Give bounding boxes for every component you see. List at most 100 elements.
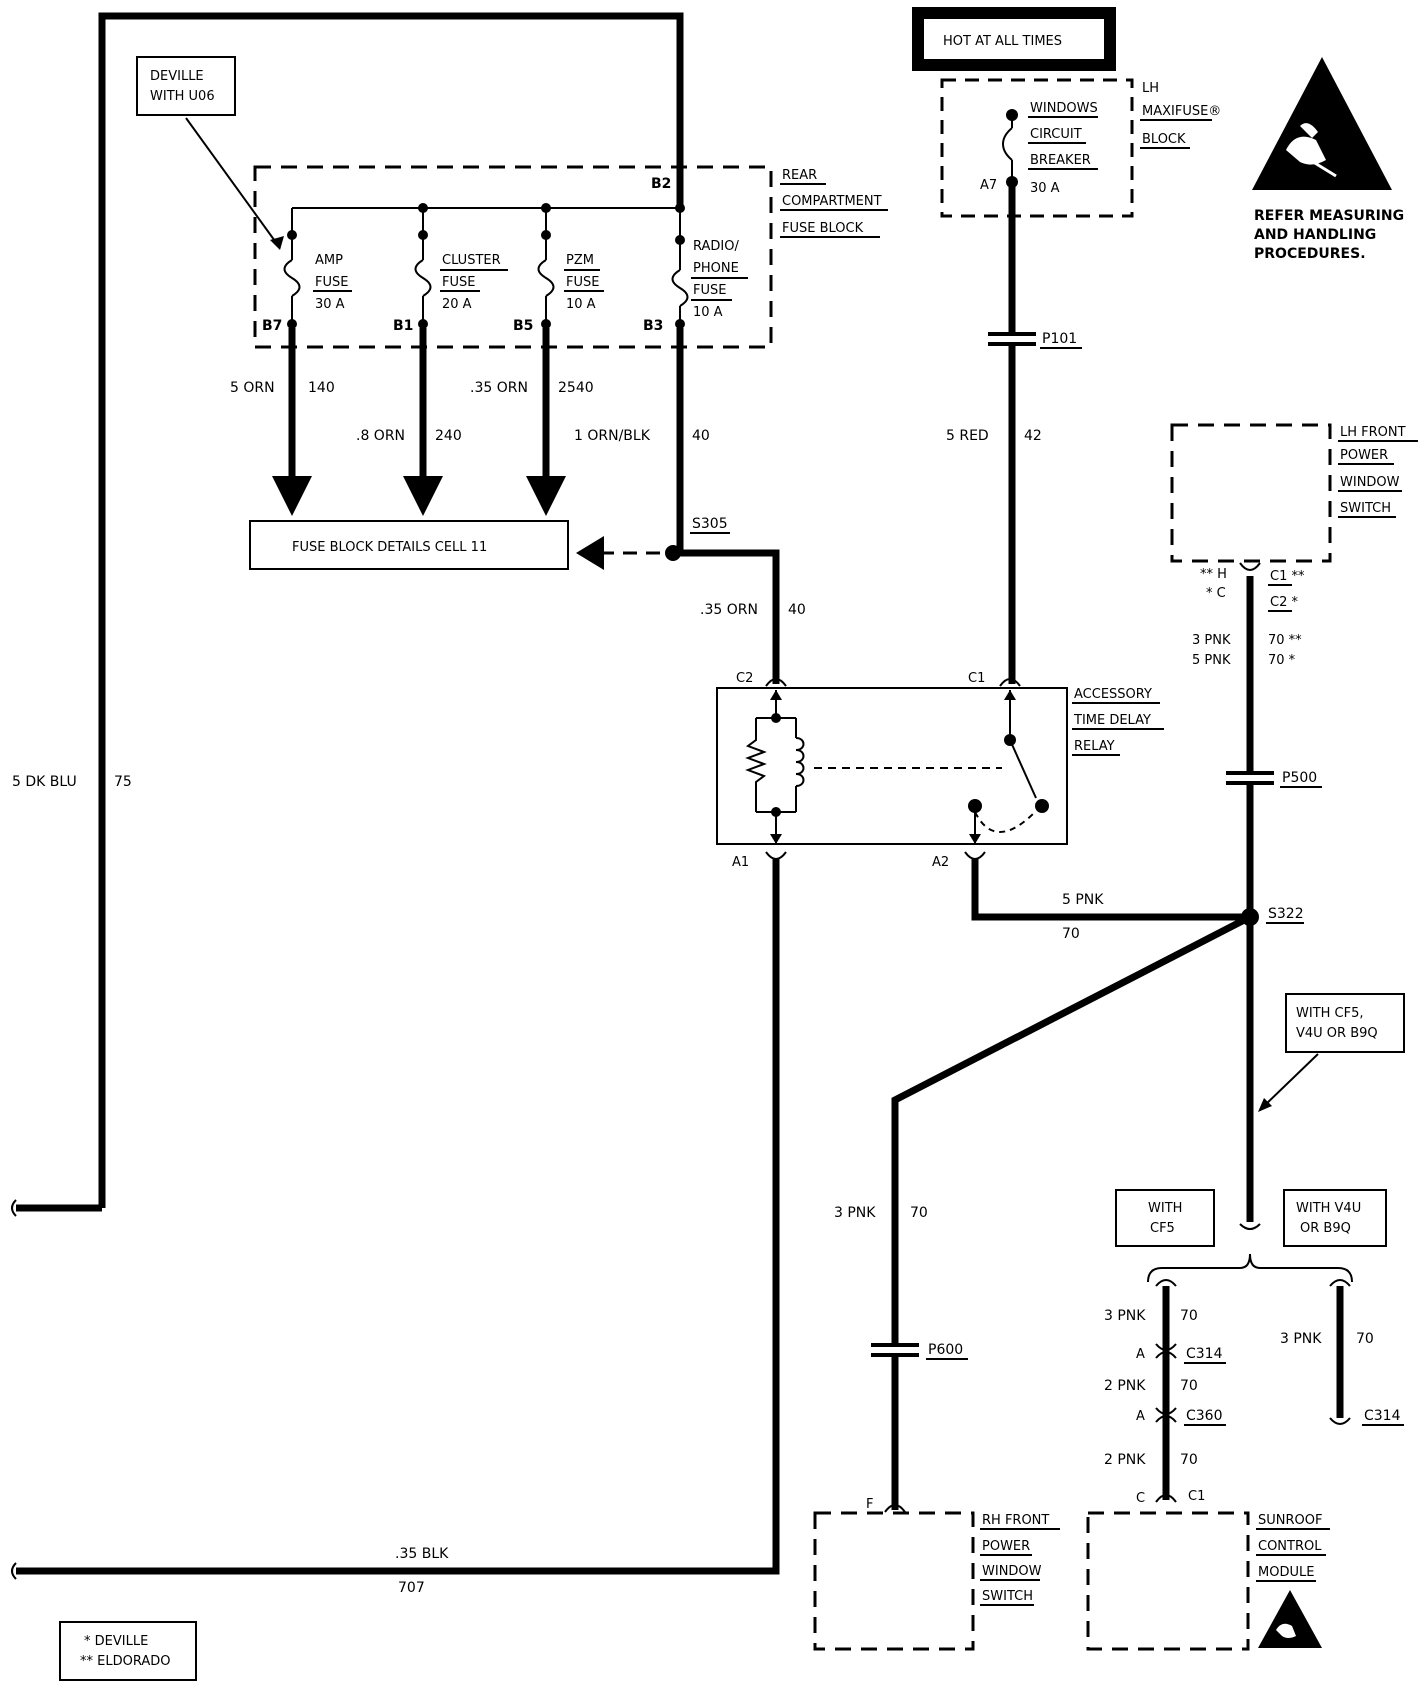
wire-75-label: 5 DK BLU 75 xyxy=(12,774,132,790)
svg-text:70: 70 xyxy=(1180,1452,1198,1468)
callout-with-v4u-b9q: WITH V4U OR B9Q xyxy=(1283,1189,1387,1247)
svg-text:C314: C314 xyxy=(1364,1408,1401,1424)
svg-text:** H: ** H xyxy=(1200,567,1227,582)
svg-text:5 ORN: 5 ORN xyxy=(230,380,275,396)
svg-text:WINDOW: WINDOW xyxy=(1340,475,1400,490)
rear-fuse-block: REAR COMPARTMENT FUSE BLOCK B2 xyxy=(253,165,888,349)
svg-text:70 **: 70 ** xyxy=(1268,633,1302,648)
svg-text:2 PNK: 2 PNK xyxy=(1104,1452,1146,1468)
svg-text:CIRCUIT: CIRCUIT xyxy=(1030,127,1082,142)
svg-text:** ELDORADO: ** ELDORADO xyxy=(80,1654,170,1669)
sunroof-module: C C1 SUNROOF CONTROL MODULE xyxy=(1086,1489,1330,1651)
svg-text:AND HANDLING: AND HANDLING xyxy=(1254,227,1376,243)
wire-40-orn: .35 ORN 40 xyxy=(673,549,806,684)
splice-s305: S305 xyxy=(576,516,730,570)
svg-text:DEVILLE: DEVILLE xyxy=(150,69,204,84)
svg-text:70 *: 70 * xyxy=(1268,653,1296,668)
fuse-cluster: CLUSTER FUSE 20 A B1 xyxy=(393,203,508,334)
esd-note: REFER MEASURING AND HANDLING PROCEDURES. xyxy=(1254,208,1404,262)
wire-2540: .35 ORN 2540 xyxy=(470,328,594,516)
svg-text:B3: B3 xyxy=(643,318,663,334)
svg-text:3 PNK: 3 PNK xyxy=(1192,633,1231,648)
svg-text:HOT AT ALL TIMES: HOT AT ALL TIMES xyxy=(943,34,1062,49)
svg-text:B5: B5 xyxy=(513,318,533,334)
fuse-pzm: PZM FUSE 10 A B5 xyxy=(513,203,604,334)
svg-text:10 A: 10 A xyxy=(566,297,596,312)
wire-70-lh: P500 3 PNK 70 ** 5 PNK 70 * xyxy=(1192,576,1322,917)
svg-text:WINDOWS: WINDOWS xyxy=(1030,101,1098,116)
svg-text:WITH U06: WITH U06 xyxy=(150,89,215,104)
svg-text:SUNROOF: SUNROOF xyxy=(1258,1513,1322,1528)
svg-text:CONTROL: CONTROL xyxy=(1258,1539,1322,1554)
wire-70-rh: P600 3 PNK 70 xyxy=(834,913,1252,1510)
svg-text:POWER: POWER xyxy=(1340,448,1388,463)
fuse-radio-phone: RADIO/ PHONE FUSE 10 A B3 xyxy=(643,208,748,334)
wire-70-sunroof-feed xyxy=(1239,917,1261,1230)
callout-deville-u06: DEVILLE WITH U06 xyxy=(136,56,284,250)
svg-text:LH FRONT: LH FRONT xyxy=(1340,425,1406,440)
svg-text:20 A: 20 A xyxy=(442,297,472,312)
wire-70-v4u: 3 PNK 70 C314 xyxy=(1280,1279,1404,1426)
svg-text:WINDOW: WINDOW xyxy=(982,1564,1042,1579)
svg-text:5 DK BLU: 5 DK BLU xyxy=(12,774,77,790)
wire-42: P101 5 RED 42 xyxy=(946,186,1082,684)
svg-text:C: C xyxy=(1136,1491,1145,1506)
svg-text:SWITCH: SWITCH xyxy=(982,1589,1033,1604)
svg-text:A1: A1 xyxy=(732,855,749,870)
svg-text:RELAY: RELAY xyxy=(1074,739,1115,754)
esd-small-icon xyxy=(1258,1590,1322,1648)
svg-text:2540: 2540 xyxy=(558,380,594,396)
svg-text:WITH: WITH xyxy=(1148,1201,1182,1216)
svg-text:C360: C360 xyxy=(1186,1408,1223,1424)
svg-text:MAXIFUSE®: MAXIFUSE® xyxy=(1142,104,1221,119)
svg-text:REFER MEASURING: REFER MEASURING xyxy=(1254,208,1404,224)
fuse-details-box: FUSE BLOCK DETAILS CELL 11 xyxy=(249,520,569,570)
svg-text:A2: A2 xyxy=(932,855,949,870)
svg-text:RH FRONT: RH FRONT xyxy=(982,1513,1049,1528)
svg-text:FUSE BLOCK DETAILS CELL 11: FUSE BLOCK DETAILS CELL 11 xyxy=(292,540,487,555)
lh-window-switch: LH FRONT POWER WINDOW SWITCH ** H * C C1… xyxy=(1170,423,1418,612)
svg-text:A7: A7 xyxy=(980,178,997,193)
svg-text:70: 70 xyxy=(1180,1308,1198,1324)
svg-text:10 A: 10 A xyxy=(693,305,723,320)
wire-70-cf5: 3 PNK 70 A C314 2 PNK 70 A C360 2 PNK 70 xyxy=(1104,1279,1226,1503)
esd-warning-icon xyxy=(1252,57,1392,190)
svg-text:F: F xyxy=(866,1497,873,1512)
svg-text:5 PNK: 5 PNK xyxy=(1192,653,1231,668)
callout-cf5-v4u-b9q: WITH CF5, V4U OR B9Q xyxy=(1258,993,1405,1112)
svg-text:ACCESSORY: ACCESSORY xyxy=(1074,687,1152,702)
svg-text:70: 70 xyxy=(910,1205,928,1221)
svg-text:S322: S322 xyxy=(1268,906,1304,922)
svg-text:TIME DELAY: TIME DELAY xyxy=(1073,713,1151,728)
svg-text:PZM: PZM xyxy=(566,253,594,268)
svg-text:MODULE: MODULE xyxy=(1258,1565,1314,1580)
svg-text:REAR: REAR xyxy=(782,168,817,183)
svg-text:70: 70 xyxy=(1062,926,1080,942)
svg-text:30 A: 30 A xyxy=(1030,181,1060,196)
svg-text:FUSE: FUSE xyxy=(442,275,475,290)
svg-text:70: 70 xyxy=(1356,1331,1374,1347)
svg-text:42: 42 xyxy=(1024,428,1042,444)
svg-text:P600: P600 xyxy=(928,1342,963,1358)
legend: * DEVILLE ** ELDORADO xyxy=(59,1621,197,1681)
wire-707-label: .35 BLK 707 xyxy=(395,1546,449,1596)
svg-text:707: 707 xyxy=(398,1580,425,1596)
svg-text:5 RED: 5 RED xyxy=(946,428,989,444)
svg-text:POWER: POWER xyxy=(982,1539,1030,1554)
svg-text:FUSE BLOCK: FUSE BLOCK xyxy=(782,221,864,236)
svg-text:FUSE: FUSE xyxy=(693,283,726,298)
svg-text:A: A xyxy=(1136,1409,1145,1424)
hot-at-all-times: HOT AT ALL TIMES xyxy=(912,7,1116,71)
svg-text:.8 ORN: .8 ORN xyxy=(356,428,405,444)
svg-text:RADIO/: RADIO/ xyxy=(693,239,739,254)
svg-text:P101: P101 xyxy=(1042,331,1077,347)
svg-text:B7: B7 xyxy=(262,318,282,334)
svg-text:FUSE: FUSE xyxy=(315,275,348,290)
svg-text:3 PNK: 3 PNK xyxy=(834,1205,876,1221)
svg-text:1 ORN/BLK: 1 ORN/BLK xyxy=(574,428,651,444)
svg-text:70: 70 xyxy=(1180,1378,1198,1394)
svg-text:S305: S305 xyxy=(692,516,728,532)
svg-text:5 PNK: 5 PNK xyxy=(1062,892,1104,908)
svg-text:2 PNK: 2 PNK xyxy=(1104,1378,1146,1394)
svg-text:PROCEDURES.: PROCEDURES. xyxy=(1254,246,1366,262)
